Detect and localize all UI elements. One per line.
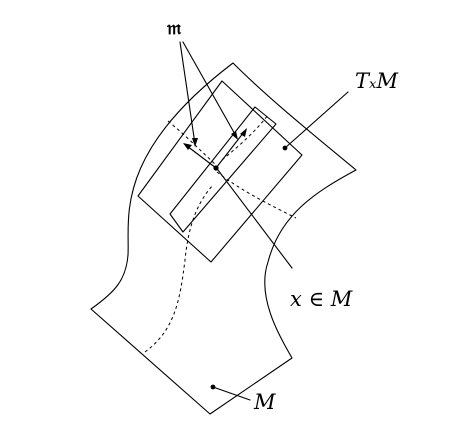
label-manifold: M: [253, 390, 276, 414]
label-point: x ∈ M: [290, 287, 353, 311]
basis-vector-left: [186, 145, 217, 169]
label-tangent-space: TₓM: [355, 69, 398, 93]
label-frak-m: 𝔪: [166, 17, 182, 39]
arrowhead-m-left: [192, 138, 198, 147]
manifold-hidden-curve-3: [167, 120, 217, 166]
pointer-x: [217, 169, 293, 269]
manifold-hidden-curve-4: [221, 114, 269, 161]
pointer-m-left: [179, 41, 196, 145]
manifold-hidden-curve-1: [144, 184, 214, 353]
point-x: [213, 165, 219, 171]
pointer-tangent: [284, 91, 349, 149]
tangent-plane: [137, 80, 303, 263]
basis-vector-right: [215, 131, 245, 169]
arrowhead-m-right: [231, 131, 238, 140]
pointer-m-right: [182, 41, 237, 137]
subspace-parallelogram: [169, 106, 277, 233]
manifold-surface: [90, 62, 357, 415]
pointer-manifold: [212, 386, 251, 401]
arrowhead-right: [240, 128, 247, 137]
arrowhead-left: [183, 143, 192, 150]
